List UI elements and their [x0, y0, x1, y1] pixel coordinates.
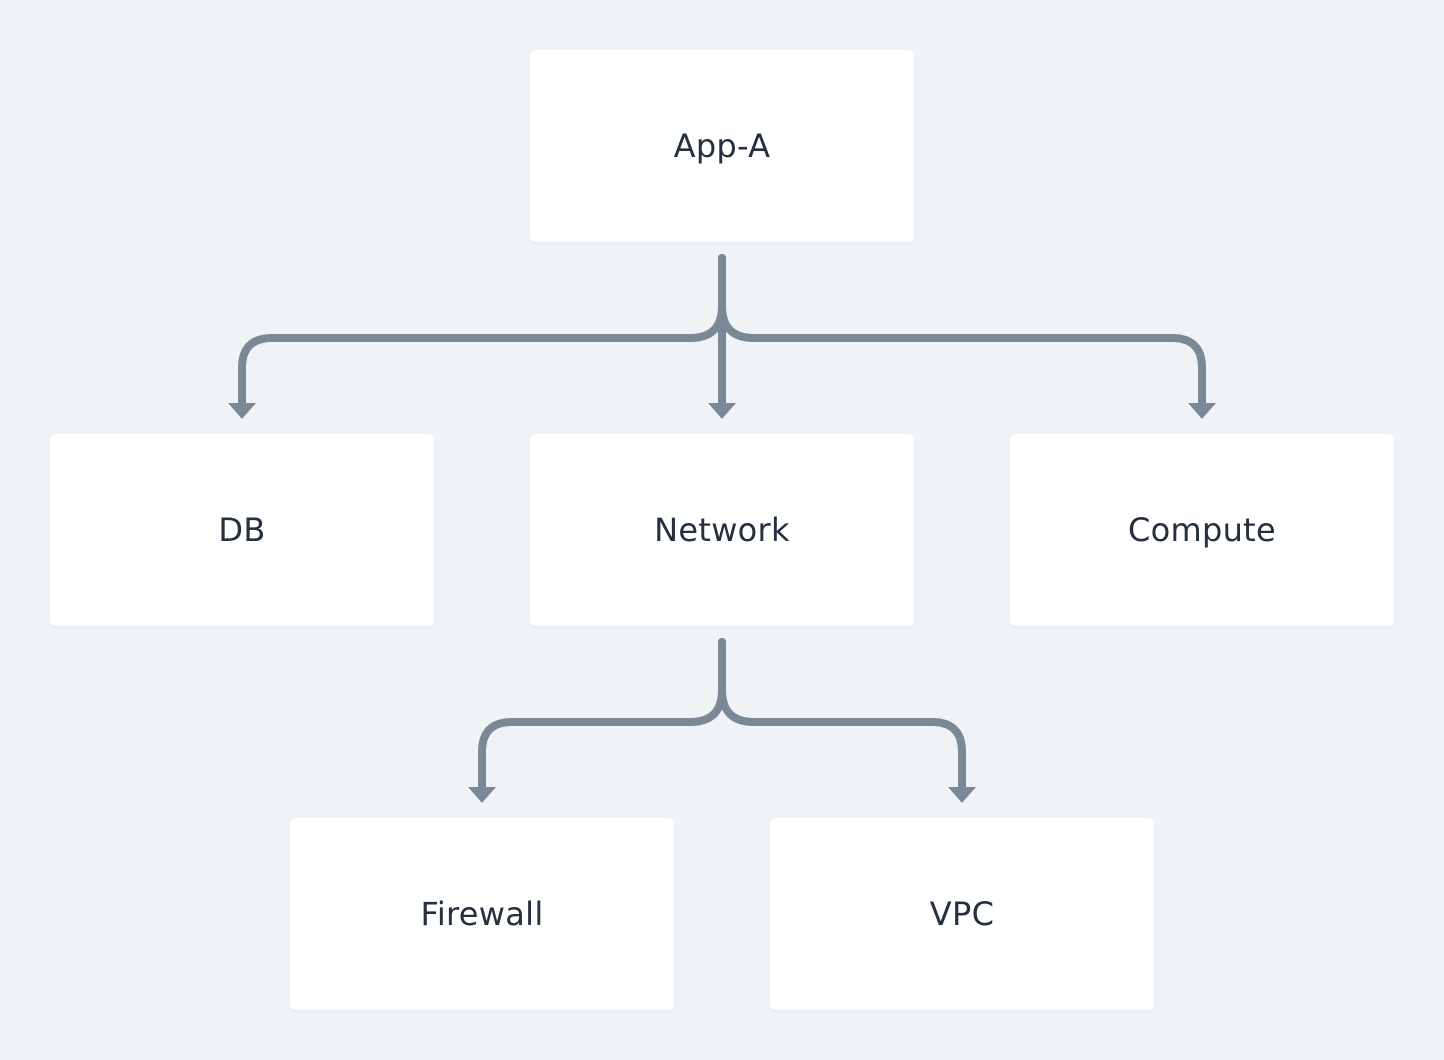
node-network[interactable]: Network: [530, 434, 914, 626]
node-db-label: DB: [218, 511, 266, 549]
arrowhead-vpc: [948, 787, 976, 803]
edge-app-a-db: [238, 254, 726, 410]
node-vpc[interactable]: VPC: [770, 818, 1154, 1010]
node-db[interactable]: DB: [50, 434, 434, 626]
node-compute[interactable]: Compute: [1010, 434, 1394, 626]
node-firewall-label: Firewall: [420, 895, 544, 933]
arrowhead-db: [228, 403, 256, 419]
edge-network-vpc: [718, 638, 966, 794]
node-app-a-label: App-A: [673, 127, 771, 165]
node-network-label: Network: [654, 511, 790, 549]
edge-app-a-compute: [718, 254, 1206, 410]
node-compute-label: Compute: [1127, 511, 1277, 549]
arrowhead-compute: [1188, 403, 1216, 419]
arrowhead-network: [708, 403, 736, 419]
node-firewall[interactable]: Firewall: [290, 818, 674, 1010]
arrowhead-firewall: [468, 787, 496, 803]
node-vpc-label: VPC: [929, 895, 995, 933]
node-app-a[interactable]: App-A: [530, 50, 914, 242]
edge-network-firewall: [478, 638, 726, 794]
